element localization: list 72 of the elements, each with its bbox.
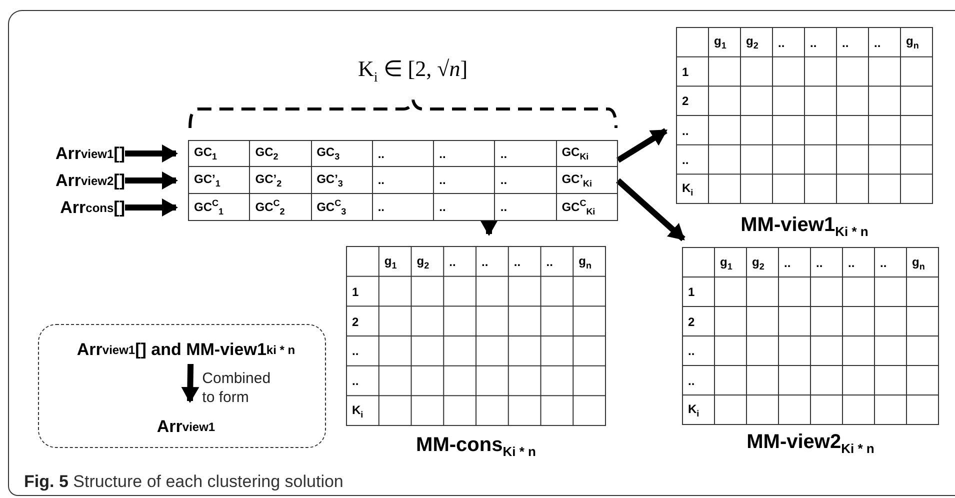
table-caption: MM-view1$_{Ki * n}$ [740, 214, 870, 239]
row-header: .. [681, 124, 689, 138]
row-header: 2 [687, 314, 695, 329]
cluster-label: .. [500, 173, 508, 187]
arrow [125, 172, 178, 190]
row-header: K$_{i}$ [351, 402, 364, 420]
cluster-label: .. [500, 146, 508, 160]
cluster-label: .. [500, 200, 508, 214]
arrow [125, 144, 178, 162]
cluster-label: GC’$_{3}$ [316, 172, 343, 188]
cluster-label: .. [378, 173, 385, 187]
column-header: g$_{2}$ [751, 254, 764, 271]
cluster-label: GC$_{2}$ [255, 145, 278, 162]
arrow [480, 220, 498, 236]
row-header: .. [351, 344, 359, 358]
cluster-label: GC$_{Ki}$ [562, 145, 589, 162]
arrow [125, 198, 178, 216]
row-header: .. [687, 374, 695, 388]
cluster-label: .. [378, 146, 385, 160]
cluster-label: GC’$_{1}$ [194, 172, 220, 188]
column-header: .. [815, 256, 823, 270]
column-header: .. [783, 256, 791, 270]
row-header: 1 [687, 285, 695, 300]
row-header: 1 [681, 64, 689, 79]
column-header: .. [545, 254, 553, 269]
dashed-group-box [38, 324, 326, 448]
row-header: 1 [351, 284, 359, 299]
matrix-table [346, 246, 606, 426]
row-header: K$_{i}$ [687, 402, 700, 418]
row-header: .. [687, 344, 695, 358]
row-header: K$_{i}$ [681, 181, 694, 198]
column-header: g$_{1}$ [383, 254, 397, 270]
table-row [188, 194, 618, 221]
arrow [616, 128, 668, 163]
column-header: g$_{1}$ [719, 254, 732, 271]
row-header: 2 [351, 314, 359, 329]
column-header: g$_{n}$ [911, 254, 925, 271]
cluster-label: .. [439, 200, 446, 214]
column-header: .. [873, 36, 881, 50]
column-header: g$_{2}$ [416, 254, 430, 270]
column-header: g$_{n}$ [905, 34, 919, 51]
table-caption: MM-cons$_{Ki * n}$ [415, 434, 537, 459]
cluster-label: GC$_{1}$ [194, 145, 218, 162]
column-header: g$_{2}$ [745, 34, 758, 51]
column-header: .. [480, 254, 488, 269]
table-row [188, 140, 618, 167]
matrix-table [682, 247, 939, 425]
cluster-label: .. [439, 146, 446, 160]
arrow [616, 178, 686, 242]
column-header: .. [847, 256, 855, 270]
cluster-label: GC’$_{Ki}$ [562, 172, 592, 188]
row-header: 2 [681, 94, 689, 108]
cluster-label: .. [439, 173, 446, 187]
figure-caption: Fig. 5 Structure of each clustering solution [24, 472, 344, 492]
cluster-label: .. [378, 200, 385, 214]
row-header: .. [351, 374, 359, 388]
matrix-table [676, 27, 933, 204]
arrow [181, 364, 200, 403]
column-header: .. [809, 36, 817, 50]
cluster-label: GC$_{3}$ [316, 145, 340, 162]
column-header: .. [512, 254, 521, 269]
row-header: .. [681, 152, 689, 167]
table-caption: MM-view2$_{Ki * n}$ [746, 431, 876, 456]
table-row [188, 167, 618, 194]
column-header: g$_{n}$ [578, 254, 592, 270]
cluster-label: GC’$_{2}$ [255, 172, 282, 188]
column-header: .. [879, 256, 887, 270]
column-header: .. [448, 254, 456, 269]
column-header: .. [777, 36, 785, 50]
range-label: K$_{i}$ ∈ [2, √n] [358, 56, 468, 86]
column-header: g$_{1}$ [713, 34, 726, 51]
column-header: .. [841, 36, 849, 50]
